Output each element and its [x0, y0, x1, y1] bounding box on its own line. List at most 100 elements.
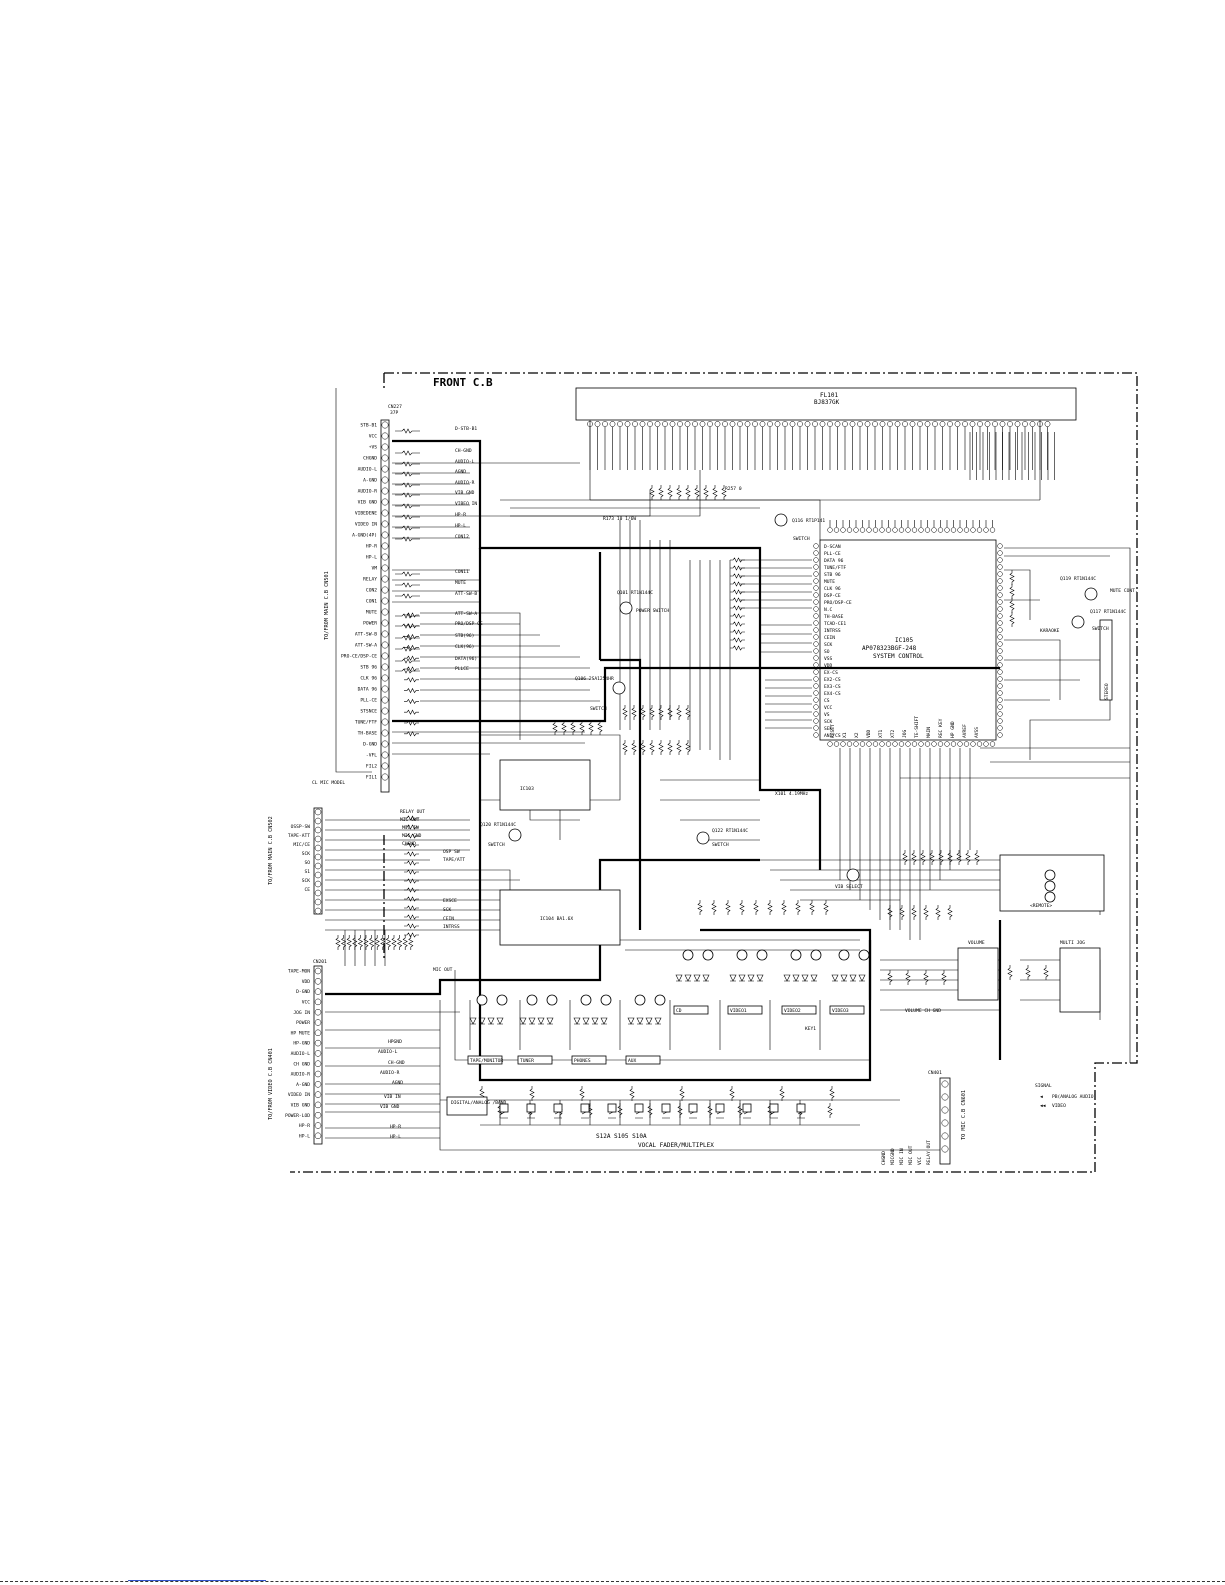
- mic-model: CL MIC MODEL: [312, 780, 345, 786]
- cn501-pin: [381, 718, 389, 726]
- key-switch: [580, 1103, 590, 1113]
- cn501-signal-label: VIB GND: [358, 500, 378, 506]
- cn501-signal-label: CON2: [366, 588, 377, 594]
- cn402-pin: [941, 1106, 949, 1114]
- cn501-net-label: CH-GND: [455, 448, 472, 454]
- ic-pin-top: [944, 527, 950, 533]
- ic-pin-top: [931, 527, 937, 533]
- fl-pin: [669, 421, 676, 427]
- led-transistor: [838, 949, 850, 961]
- cn501-pin: [381, 498, 389, 506]
- cn402-pin: [941, 1145, 949, 1153]
- ic-pin-label: STB 96: [824, 572, 841, 578]
- cn401-net-label: MIC OUT: [433, 967, 453, 973]
- fl-pin: [887, 421, 893, 427]
- volume-label: VOLUME: [968, 940, 985, 946]
- fl-pin: [797, 421, 803, 427]
- cn501-signal-label: TH-BASE: [358, 731, 378, 737]
- ic-pin-right: [997, 627, 1003, 633]
- ic-pin-top: [892, 527, 898, 533]
- volume-ch-label: VOLUME CH GND: [905, 1008, 941, 1014]
- ic-pin-bottom: [827, 741, 833, 747]
- cn501-signal-label: HP-R: [366, 544, 377, 550]
- ic-pin-label-bottom: MAIN: [926, 727, 932, 738]
- ic-pin-top: [963, 527, 970, 533]
- ic-pin-left: [813, 550, 819, 556]
- cn401-signal-label: VIDEO IN: [288, 1092, 310, 1098]
- vocal-fader-label: VOCAL FADER/MULTIPLEX: [638, 1142, 714, 1149]
- ic105-desc: SYSTEM CONTROL: [873, 653, 924, 660]
- signal-legend: SIGNAL ◀ PB(ANALOG AUDIO) ◀◀ VIDEO: [1035, 1083, 1096, 1109]
- ic-pin-label-bottom: REC KEY: [938, 718, 944, 738]
- fl-pin: [939, 421, 946, 427]
- cn401-pin: [314, 1111, 322, 1119]
- fl-pin: [654, 421, 661, 427]
- key1-label: KEY1: [805, 1026, 816, 1032]
- ic-pin-top: [879, 527, 885, 533]
- ic-pin-label: VS: [824, 712, 830, 718]
- ic-pin-label: TUNE/FTF: [824, 565, 846, 571]
- cn401-signal-label: TAPE-MON: [288, 969, 310, 975]
- cn501-pin: [381, 608, 389, 616]
- cn401-net-label: AGND: [392, 1080, 403, 1086]
- wiring: [325, 439, 1131, 1151]
- fl-pin: [1022, 421, 1028, 427]
- fl-pin: [879, 421, 886, 427]
- cn402-signal-label: CHGND: [881, 1151, 887, 1165]
- cn501-net-label: AGND: [455, 469, 466, 475]
- fl-pin: [992, 421, 998, 427]
- cn501-pin: [381, 465, 389, 473]
- ic-pin-label: VCC: [824, 705, 833, 711]
- fl-pin: [902, 421, 908, 427]
- ic105-system-control: IC105 AP078323BGF-248 SYSTEM CONTROL D-S…: [813, 520, 1003, 747]
- ic-pin-right: [997, 592, 1003, 598]
- fl-pin: [737, 421, 743, 427]
- led-transistor: [702, 949, 714, 961]
- ic-pin-bottom: [970, 741, 976, 747]
- fl-pin: [714, 421, 721, 427]
- cn502-net-label: RELAY OUT: [400, 809, 425, 815]
- fl-pin: [872, 421, 878, 427]
- switches-label: S12A S105 S10A: [596, 1133, 647, 1140]
- ic-pin-top: [911, 527, 918, 533]
- ic-pin-right: [997, 606, 1003, 612]
- key-switch: [634, 1103, 644, 1113]
- fl-pin: [812, 421, 818, 427]
- xtal-label: X101 4.19MHz: [775, 791, 808, 797]
- ic-pin-bottom: [911, 741, 918, 747]
- key-switch: [715, 1103, 725, 1113]
- cn401-net-label: CH-GND: [388, 1060, 405, 1066]
- cn502-pin: [314, 889, 322, 897]
- led-transistor: [858, 949, 870, 961]
- cn501-signal-label: A-GND(4P): [352, 533, 377, 539]
- cn402-signal-label: RELAY OUT: [926, 1140, 932, 1165]
- ic-pin-right: [997, 732, 1003, 738]
- ic-pin-right: [997, 564, 1003, 570]
- cn501-signal-label: A-GND: [363, 478, 377, 484]
- q117-transistor: Q117 RT1N144C SWITCH: [1071, 609, 1126, 632]
- ic-pin-right: [997, 662, 1003, 668]
- ic-pin-left: [813, 613, 819, 619]
- ic-pin-label-bottom: RESET: [830, 724, 836, 738]
- ic-pin-label: DSP-CE: [824, 593, 841, 599]
- ic-pin-top: [957, 527, 963, 533]
- multi-jog-block: MULTI JOG: [1059, 940, 1101, 1013]
- cn401-pin: [314, 1050, 322, 1057]
- fl-pin: [894, 421, 901, 427]
- ic-pin-top: [833, 527, 840, 533]
- fl-pin: [917, 421, 923, 427]
- ic-pin-left: [813, 564, 819, 570]
- cn501-pin: [381, 476, 389, 484]
- ic-pin-left: [813, 683, 819, 689]
- ic-pin-bottom: [983, 741, 989, 747]
- ic-pin-left: [813, 725, 819, 731]
- ic-pin-bottom: [866, 741, 872, 747]
- cn501-signal-label: CON1: [366, 599, 377, 605]
- ic-pin-label-bottom: X2: [854, 732, 860, 738]
- fl-pin: [1029, 421, 1036, 427]
- fl-pin: [684, 421, 691, 427]
- q117-desc: SWITCH: [1092, 626, 1109, 632]
- ic-pin-left: [813, 648, 819, 654]
